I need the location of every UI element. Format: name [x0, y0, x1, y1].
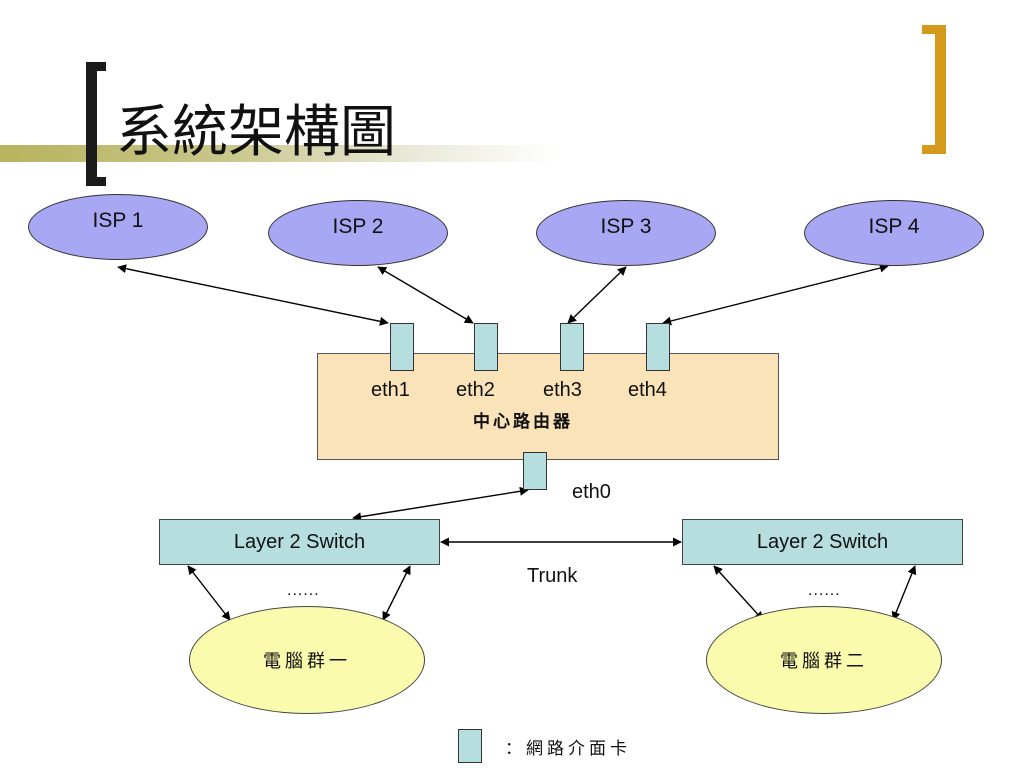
isp-3-node: ISP 3: [536, 200, 716, 266]
link-isp3-eth3: [567, 266, 627, 324]
computer-group-1: 電腦群一: [189, 606, 425, 714]
legend-nic-swatch: [458, 729, 482, 763]
link-eth0-switch: [352, 486, 529, 522]
link-isp4-eth4: [662, 263, 889, 326]
isp-4-node: ISP 4: [804, 200, 984, 266]
computer-group-2: 電腦群二: [706, 606, 942, 714]
left-bracket-decoration: [86, 62, 106, 186]
link-switch2-group2-right: [891, 565, 917, 621]
nic-eth3: [560, 323, 584, 371]
link-isp1-eth1: [117, 264, 389, 326]
nic-eth4: [646, 323, 670, 371]
nic-eth2: [474, 323, 498, 371]
eth2-label: eth2: [456, 379, 495, 401]
link-isp2-eth2: [377, 266, 474, 324]
right-bracket-decoration: [922, 25, 946, 154]
router-label: 中心路由器: [473, 412, 573, 432]
switch-right: Layer 2 Switch: [682, 519, 963, 565]
ellipsis-right: ......: [808, 582, 841, 599]
nic-eth1: [390, 323, 414, 371]
eth4-label: eth4: [628, 379, 667, 401]
ellipsis-left: ......: [287, 582, 320, 599]
eth0-label: eth0: [572, 481, 611, 503]
isp-2-node: ISP 2: [268, 200, 448, 266]
link-switch1-group1-right: [382, 565, 411, 621]
switch-left: Layer 2 Switch: [159, 519, 440, 565]
isp-1-node: ISP 1: [28, 194, 208, 260]
link-switch2-group2-left: [713, 565, 764, 621]
nic-eth0: [523, 452, 547, 490]
link-switch1-group1-left: [187, 565, 231, 621]
eth3-label: eth3: [543, 379, 582, 401]
eth1-label: eth1: [371, 379, 410, 401]
legend-text: ：網路介面卡: [505, 739, 631, 759]
trunk-label: Trunk: [527, 565, 578, 587]
title-underline-band: [0, 145, 560, 162]
page-title: 系統架構圖: [116, 100, 396, 165]
